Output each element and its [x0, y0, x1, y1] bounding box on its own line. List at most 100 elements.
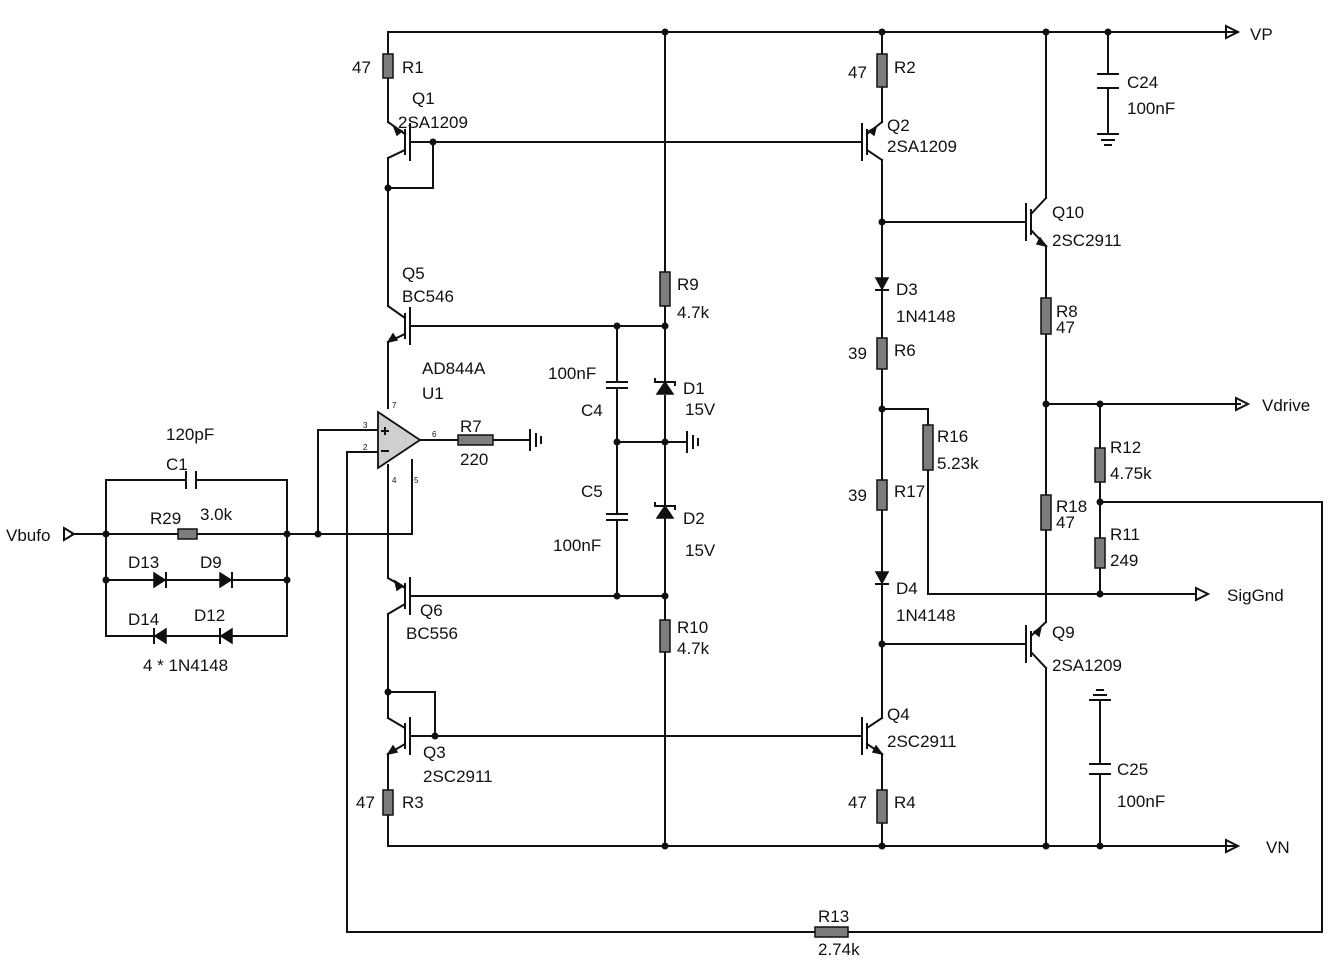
r3-ref: R3	[402, 793, 424, 812]
q6-ref: Q6	[420, 601, 443, 620]
r2-body	[876, 53, 888, 88]
port-arrows	[63, 24, 1251, 854]
d3-ref: D3	[896, 280, 918, 299]
d13-symbol	[153, 571, 167, 589]
d2-symbol	[655, 504, 675, 519]
q10-symbol	[1025, 196, 1048, 248]
r6-ref: R6	[894, 341, 916, 360]
r3-value: 47	[356, 793, 375, 812]
q4-part: 2SC2911	[887, 732, 957, 751]
c25-plates	[1089, 763, 1111, 775]
r29-ref: R29	[150, 509, 181, 528]
diodes	[153, 277, 890, 645]
u1-ref: U1	[422, 384, 444, 403]
q6-symbol	[386, 576, 411, 616]
c5-ref: C5	[581, 482, 603, 501]
r4-value: 47	[848, 793, 867, 812]
port-vdrive-label: Vdrive	[1262, 396, 1310, 415]
d9-symbol	[219, 571, 233, 589]
u1-part: AD844A	[422, 359, 486, 378]
r16-body	[922, 424, 934, 471]
r16-value: 5.23k	[937, 454, 979, 473]
r8-value: 47	[1056, 318, 1075, 337]
c5-plates	[606, 513, 628, 521]
q4-symbol	[861, 716, 884, 756]
d1-symbol	[655, 380, 675, 395]
r29-value: 3.0k	[200, 505, 233, 524]
r11-value: 249	[1110, 551, 1138, 570]
q10-part: 2SC2911	[1052, 231, 1122, 250]
r10-ref: R10	[677, 618, 708, 637]
c4-plates	[606, 381, 628, 389]
d13-ref: D13	[128, 553, 159, 572]
d14-symbol	[153, 627, 167, 645]
u1-pin-6: 6	[432, 430, 437, 439]
q1-ref: Q1	[412, 89, 435, 108]
c4-ref: C4	[581, 401, 603, 420]
zener-ground-icon	[686, 431, 699, 453]
c1-value: 120pF	[166, 425, 214, 444]
r29-body	[177, 528, 198, 540]
labels: VP VN Vdrive SigGnd Vbufo 47 R1 47 R2 47…	[6, 25, 1310, 959]
r7-ref: R7	[460, 417, 482, 436]
r4-body	[876, 789, 888, 824]
q6-part: BC556	[406, 624, 458, 643]
port-vn-label: VN	[1266, 838, 1290, 857]
r1-ref: R1	[402, 58, 424, 77]
r7-ground-icon	[529, 429, 542, 451]
u1-opamp-symbol: 3 2 7 4 5 6	[363, 401, 437, 485]
r6-value: 39	[848, 344, 867, 363]
r6-body	[876, 337, 888, 370]
u1-pin-3: 3	[363, 421, 368, 430]
r17-body	[876, 479, 888, 511]
q1-symbol	[386, 120, 411, 161]
c24-ref: C24	[1127, 73, 1158, 92]
c1-ref: C1	[166, 455, 188, 474]
q4-ref: Q4	[887, 705, 910, 724]
r7-value: 220	[460, 450, 488, 469]
d1-value: 15V	[685, 400, 716, 419]
q5-part: BC546	[402, 287, 454, 306]
r12-value: 4.75k	[1110, 464, 1152, 483]
junction-dots	[102, 28, 1112, 850]
q2-ref: Q2	[887, 116, 910, 135]
r11-ref: R11	[1110, 525, 1140, 544]
r7-body	[457, 434, 494, 446]
r17-ref: R17	[894, 482, 925, 501]
c4-value: 100nF	[548, 364, 596, 383]
r11-body	[1094, 537, 1106, 569]
d4-symbol	[874, 571, 890, 585]
d4-part: 1N4148	[896, 606, 956, 625]
diode-note: 4 * 1N4148	[143, 656, 228, 675]
c25-ref: C25	[1117, 760, 1148, 779]
c1-plates	[185, 471, 197, 489]
r10-body	[659, 619, 671, 653]
r18-value: 47	[1056, 513, 1075, 532]
c24-ground-icon	[1097, 133, 1119, 146]
ground-symbols	[529, 133, 1119, 701]
d3-part: 1N4148	[896, 307, 956, 326]
d9-ref: D9	[200, 553, 222, 572]
q10-ref: Q10	[1052, 203, 1084, 222]
r1-value: 47	[352, 58, 371, 77]
transistors	[386, 120, 1048, 756]
d3-symbol	[874, 277, 890, 291]
c25-ground-icon	[1089, 689, 1111, 701]
q5-ref: Q5	[402, 264, 425, 283]
r2-ref: R2	[894, 58, 916, 77]
r17-value: 39	[848, 486, 867, 505]
c24-value: 100nF	[1127, 99, 1175, 118]
r13-ref: R13	[818, 907, 849, 926]
port-vbufo-label: Vbufo	[6, 526, 50, 545]
r13-body	[814, 926, 849, 938]
resistors	[177, 53, 1106, 938]
d14-ref: D14	[128, 610, 159, 629]
r13-value: 2.74k	[818, 940, 860, 959]
c5-value: 100nF	[553, 536, 601, 555]
r16-ref: R16	[937, 427, 968, 446]
q9-symbol	[1025, 620, 1048, 670]
q1-part: 2SA1209	[398, 113, 468, 132]
d4-ref: D4	[896, 579, 918, 598]
r8-body	[1040, 297, 1052, 335]
